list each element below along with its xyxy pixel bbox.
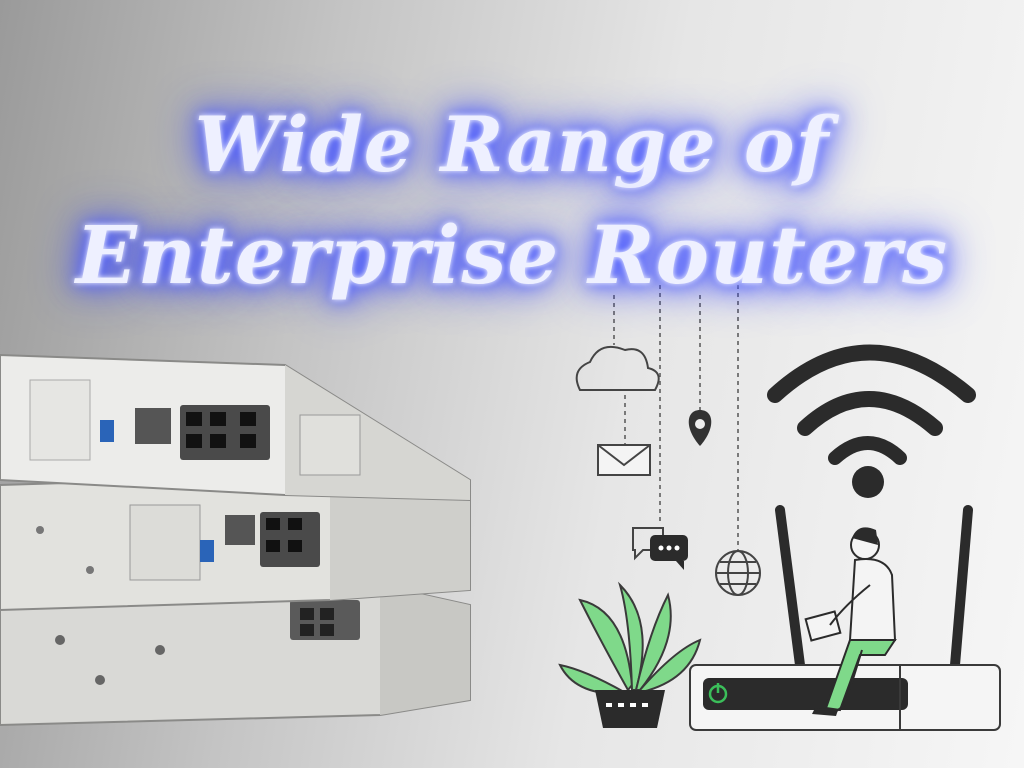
cloud-icon xyxy=(575,346,660,391)
potted-plant xyxy=(558,581,702,728)
envelope-icon xyxy=(597,444,651,476)
router-unit-top xyxy=(0,353,471,502)
power-icon xyxy=(708,683,728,704)
location-pin-icon xyxy=(688,410,712,446)
person-with-laptop xyxy=(804,527,897,716)
headline-line-2: Enterprise Routers xyxy=(75,208,949,302)
globe-icon xyxy=(715,550,761,596)
wifi-icon xyxy=(767,344,976,498)
router-unit-bottom xyxy=(0,583,471,727)
chat-bubble-icon xyxy=(632,527,688,570)
headline-line-1: Wide Range of xyxy=(194,100,830,189)
router-unit-middle xyxy=(0,473,471,612)
